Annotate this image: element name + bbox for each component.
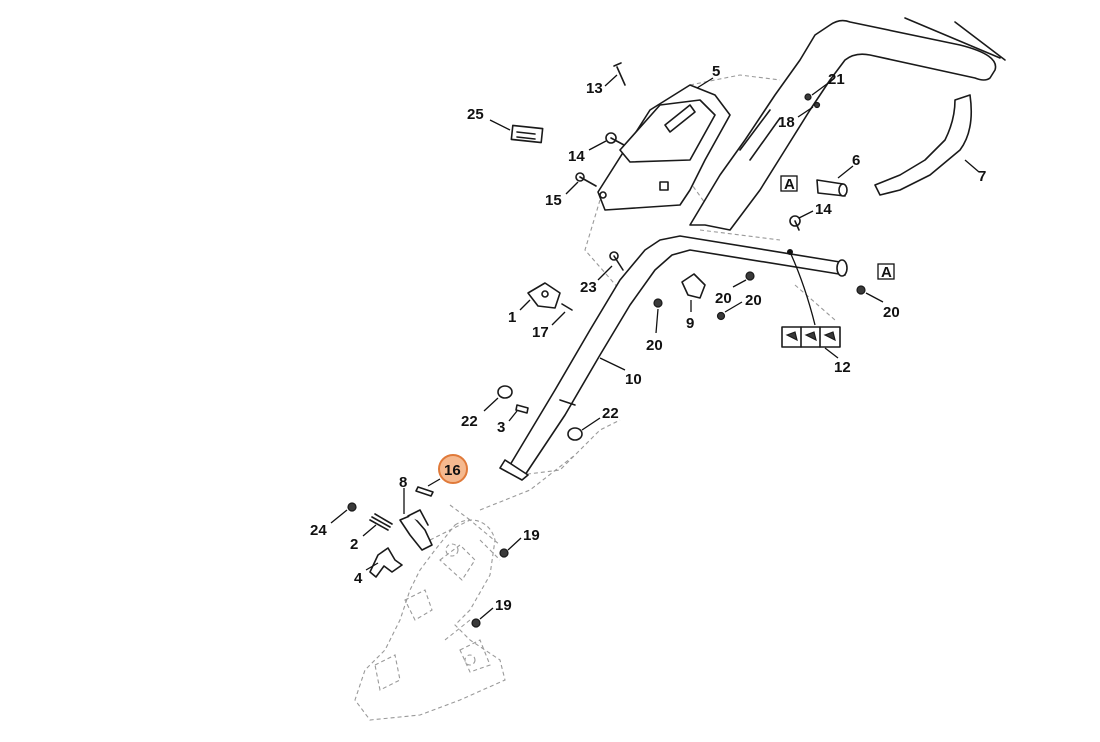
part-label-14-lower[interactable]: 14 — [815, 201, 832, 218]
part-label-15[interactable]: 15 — [545, 192, 562, 209]
part-label-25[interactable]: 25 — [467, 106, 484, 123]
part-label-14-upper[interactable]: 14 — [568, 148, 585, 165]
cover-plate — [597, 84, 731, 211]
part-label-9[interactable]: 9 — [686, 315, 694, 332]
part-label-13[interactable]: 13 — [586, 80, 603, 97]
highlight-marker[interactable] — [438, 454, 468, 484]
reference-label-a2: A — [881, 264, 892, 281]
upper-handle — [689, 17, 1006, 231]
cable — [787, 249, 816, 326]
part-label-22-b[interactable]: 22 — [602, 405, 619, 422]
part-label-6[interactable]: 6 — [852, 152, 860, 169]
part-label-18[interactable]: 18 — [778, 114, 795, 131]
part-label-3[interactable]: 3 — [497, 419, 505, 436]
part-label-16[interactable]: 16 — [444, 462, 461, 479]
part-label-10[interactable]: 10 — [625, 371, 642, 388]
part-label-1[interactable]: 1 — [508, 309, 516, 326]
reference-label-a1: A — [784, 176, 795, 193]
part-label-23[interactable]: 23 — [580, 279, 597, 296]
hardware — [347, 62, 866, 628]
part-label-8[interactable]: 8 — [399, 474, 407, 491]
part-label-20-b[interactable]: 20 — [745, 292, 762, 309]
part-label-17[interactable]: 17 — [532, 324, 549, 341]
reference-box-a1 — [780, 175, 798, 192]
part-label-22-a[interactable]: 22 — [461, 413, 478, 430]
lower-bracket — [354, 519, 506, 721]
leader-lines — [330, 74, 980, 620]
part-label-20-c[interactable]: 20 — [646, 337, 663, 354]
part-label-2[interactable]: 2 — [350, 536, 358, 553]
part-label-7[interactable]: 7 — [978, 168, 986, 185]
part-label-5[interactable]: 5 — [712, 63, 720, 80]
main-tube — [499, 235, 848, 481]
reference-box-a2 — [877, 263, 895, 280]
part-label-12[interactable]: 12 — [834, 359, 851, 376]
part-labels: 5 13 21 18 25 14 6 7 15 14 23 20 20 20 2… — [310, 63, 986, 614]
part-label-20-d[interactable]: 20 — [883, 304, 900, 321]
reference-markers: A A — [780, 175, 895, 281]
part-label-4[interactable]: 4 — [354, 570, 363, 587]
part-label-21[interactable]: 21 — [828, 71, 845, 88]
part-label-19-a[interactable]: 19 — [523, 527, 540, 544]
part-label-20-a[interactable]: 20 — [715, 290, 732, 307]
part-label-19-b[interactable]: 19 — [495, 597, 512, 614]
part-label-24[interactable]: 24 — [310, 522, 327, 539]
